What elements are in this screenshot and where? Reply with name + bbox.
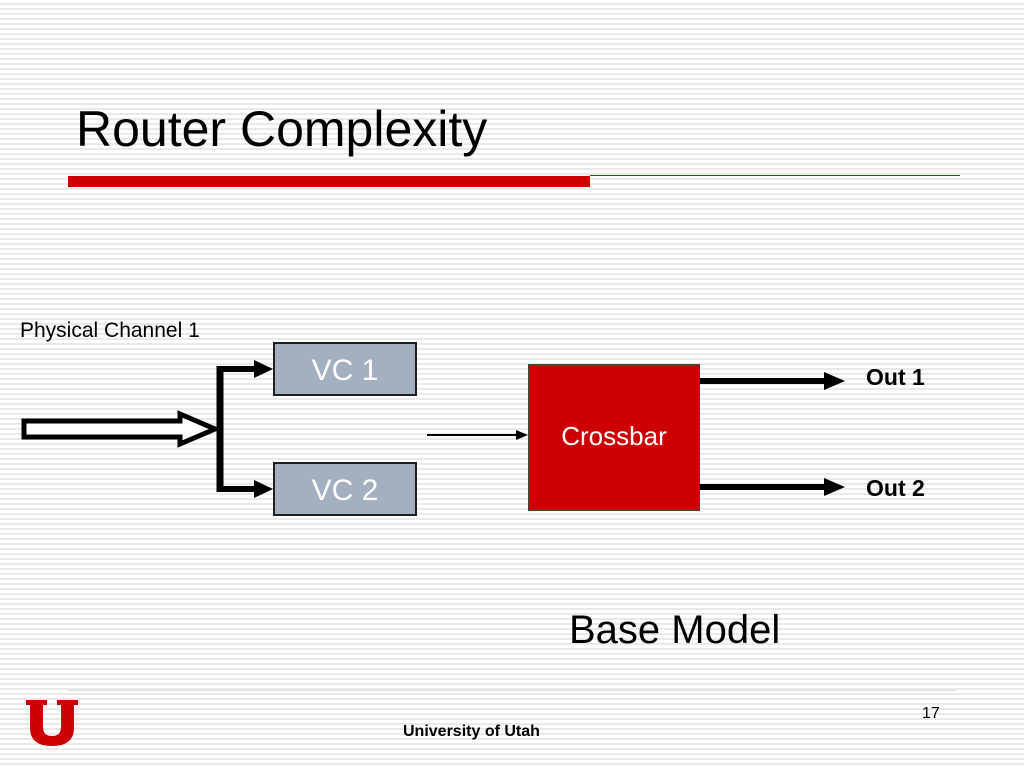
out1-label: Out 1: [866, 364, 925, 390]
footer-divider: [68, 690, 956, 691]
diagram-caption: Base Model: [569, 608, 781, 652]
crossbar-input-arrowhead: [516, 430, 528, 440]
out2-label: Out 2: [866, 475, 925, 501]
title-underline-accent: [68, 176, 590, 187]
footer-organization: University of Utah: [403, 723, 540, 740]
block-u-shape: [26, 700, 78, 746]
physical-channel-label: Physical Channel 1: [20, 319, 200, 342]
page-number: 17: [922, 705, 940, 722]
physical-channel-arrow: [21, 410, 222, 448]
vc2-branch-arrowhead: [254, 480, 273, 498]
crossbar-box: Crossbar: [528, 364, 700, 511]
vc2-box: VC 2: [273, 462, 417, 516]
university-of-utah-block-u-logo: [26, 700, 78, 746]
vc2-label: VC 2: [311, 474, 379, 507]
vc1-branch-arrowhead: [254, 360, 273, 378]
out1-arrowhead: [824, 372, 845, 390]
vc1-label: VC 1: [311, 354, 379, 387]
vc1-box: VC 1: [273, 342, 417, 396]
out2-arrowhead: [824, 478, 845, 496]
title-underline-thin: [590, 175, 960, 176]
page-title: Router Complexity: [76, 101, 488, 157]
crossbar-label: Crossbar: [561, 421, 667, 451]
